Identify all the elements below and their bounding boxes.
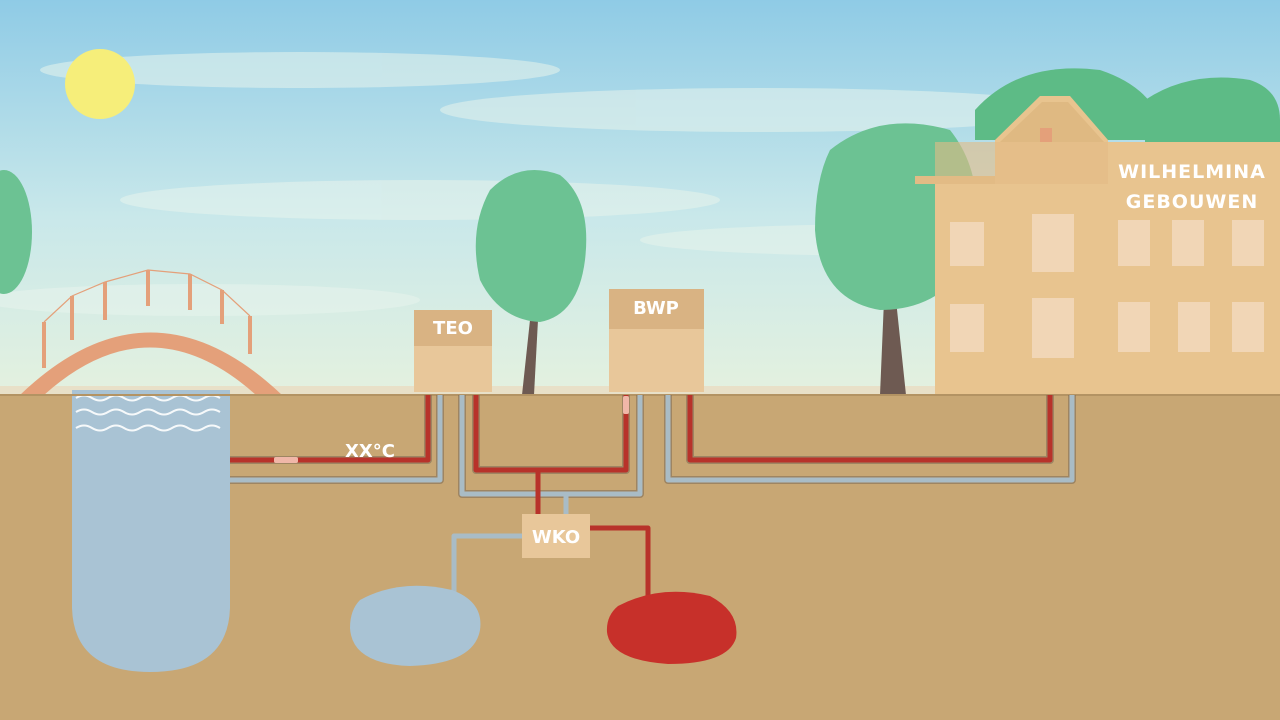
wko-station: WKO [522, 514, 590, 558]
building-windows [950, 214, 1264, 358]
hot-pipes [230, 395, 1053, 600]
middle-tree [475, 170, 587, 395]
hot-reservoir [606, 591, 737, 664]
teo-bwp-cold-pipe [459, 395, 643, 497]
canal-cold-pipe [230, 395, 443, 483]
left-edge-tree [0, 170, 32, 294]
wilhelmina-building: WILHELMINA GEBOUWEN [915, 96, 1280, 395]
bwp-station: BWP [609, 289, 704, 392]
building-hot-pipe [687, 395, 1053, 463]
sun [65, 49, 135, 119]
cold-pipes [230, 395, 1075, 598]
bwp-pipe-highlight [623, 396, 629, 414]
wko-label: WKO [532, 527, 580, 548]
cold-reservoir-pipe [451, 533, 522, 598]
teo-label: TEO [433, 318, 473, 339]
bwp-label: BWP [633, 298, 679, 319]
building-cold-pipe [665, 395, 1075, 483]
bridge [20, 269, 282, 395]
hot-reservoir-pipe [590, 525, 651, 600]
building-name-line1: WILHELMINA [1118, 161, 1266, 183]
temperature-label: XX°C [345, 441, 395, 462]
canal-water [72, 390, 230, 672]
cold-reservoir [350, 585, 481, 666]
teo-station: TEO [414, 310, 492, 392]
teo-bwp-hot-pipe [473, 395, 629, 473]
building-name-line2: GEBOUWEN [1126, 191, 1258, 213]
canal-pipe-highlight [274, 457, 298, 463]
